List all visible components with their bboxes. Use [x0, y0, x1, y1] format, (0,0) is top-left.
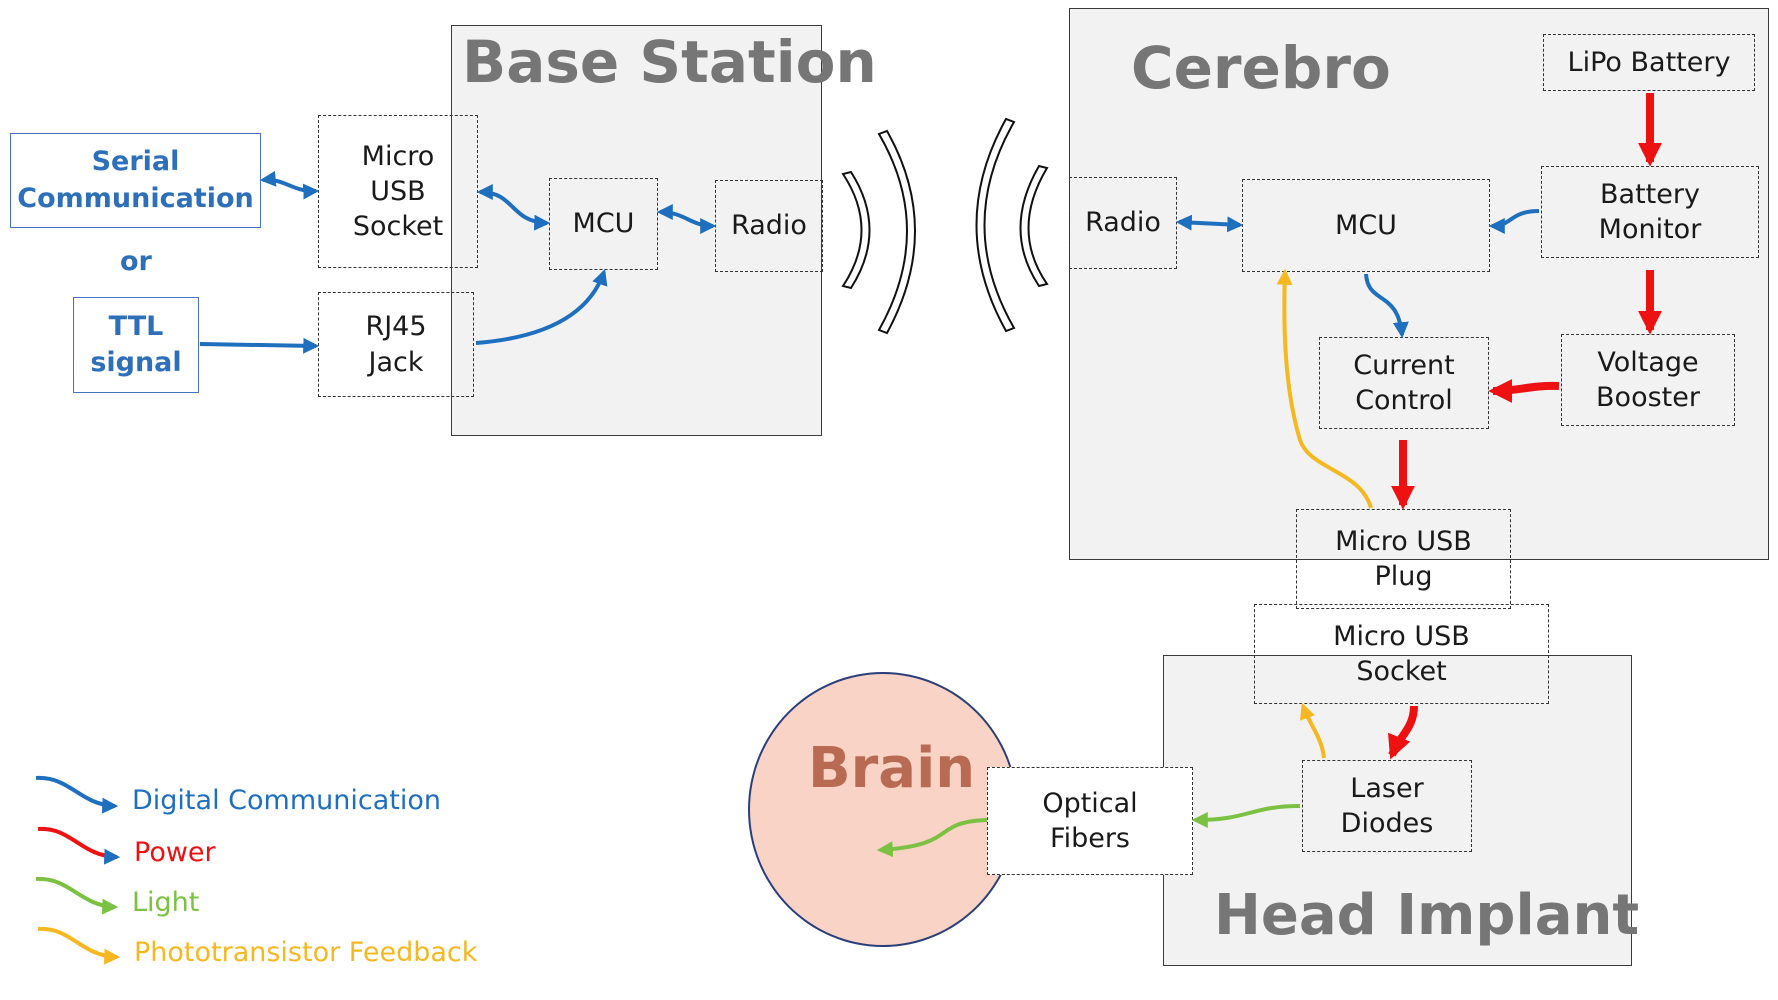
- legend-digital-icon: [35, 775, 119, 814]
- lipo-battery-box: LiPo Battery: [1543, 34, 1755, 91]
- legend-digital-label: Digital Communication: [132, 785, 441, 816]
- cerebro-mcu-box: MCU: [1242, 179, 1490, 272]
- ttl-signal-box: TTL signal: [73, 297, 199, 393]
- head-implant-title: Head Implant: [1214, 883, 1640, 948]
- ttl-to-rj45-arrow: [199, 337, 320, 354]
- serial-to-usb-arrow: [259, 170, 320, 200]
- brain-circle: [748, 672, 1018, 947]
- base-radio-box: Radio: [715, 180, 823, 272]
- optical-fibers-box: Optical Fibers: [987, 767, 1193, 875]
- radio-wave-icon-right: [975, 117, 1049, 333]
- micro-usb-socket-box: Micro USB Socket: [1254, 604, 1549, 704]
- laser-diodes-box: Laser Diodes: [1302, 760, 1472, 852]
- current-control-box: Current Control: [1319, 337, 1489, 429]
- rj45-jack-box: RJ45 Jack: [318, 292, 474, 397]
- or-label: or: [120, 246, 152, 277]
- legend-power-icon: [37, 826, 121, 865]
- brain-label: Brain: [808, 736, 976, 801]
- cerebro-title: Cerebro: [1131, 34, 1391, 102]
- battery-monitor-box: Battery Monitor: [1541, 166, 1759, 258]
- legend-feedback-label: Phototransistor Feedback: [134, 937, 478, 968]
- serial-communication-box: Serial Communication: [10, 133, 261, 228]
- radio-wave-icon-left: [841, 129, 916, 335]
- legend-light-label: Light: [132, 887, 200, 918]
- cerebro-radio-box: Radio: [1069, 177, 1177, 269]
- legend-power-label: Power: [134, 837, 216, 868]
- legend-light-icon: [35, 876, 119, 915]
- base-station-title: Base Station: [462, 28, 877, 96]
- legend-feedback-icon: [37, 926, 121, 965]
- base-usb-socket-box: Micro USB Socket: [318, 115, 478, 268]
- micro-usb-plug-box: Micro USB Plug: [1296, 509, 1511, 609]
- voltage-booster-box: Voltage Booster: [1561, 334, 1735, 426]
- base-mcu-box: MCU: [549, 178, 658, 270]
